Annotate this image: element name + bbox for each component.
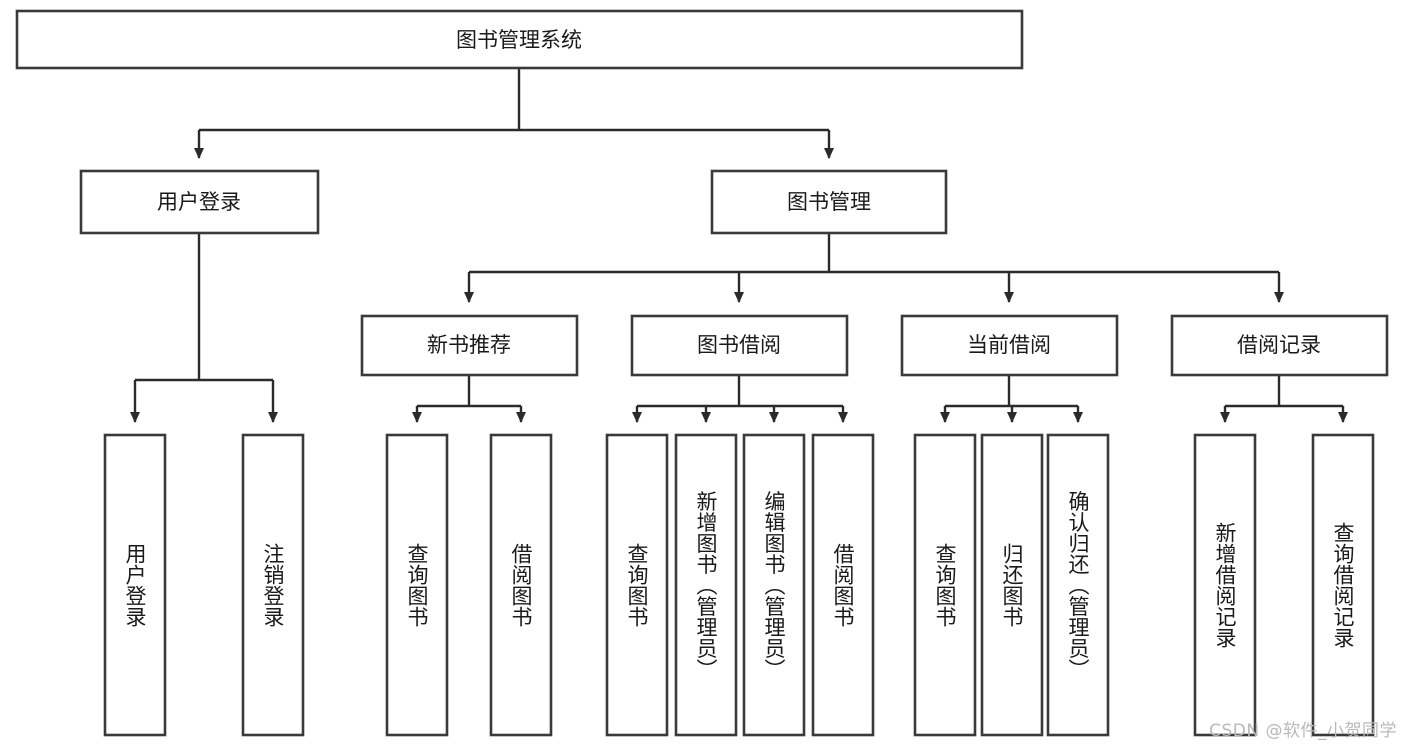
leaf-current-borrow-confirm-return-admin[interactable]: 确认归还（管理员）: [1046, 433, 1110, 737]
leaf-box[interactable]: [811, 433, 875, 737]
leaf-box[interactable]: [913, 433, 977, 737]
leaf-label: 注销登录: [261, 543, 285, 627]
user-login-label: 用户登录: [157, 190, 241, 214]
leaf-box[interactable]: [674, 433, 738, 737]
current-borrow-box[interactable]: [900, 314, 1119, 377]
leaf-user-login-logout[interactable]: 注销登录: [241, 433, 305, 737]
leaf-box[interactable]: [1046, 433, 1110, 737]
node-current-borrow[interactable]: 当前借阅: [900, 314, 1119, 377]
book-management-label: 图书管理: [787, 190, 871, 214]
leaf-box[interactable]: [742, 433, 806, 737]
connector-layer: [130, 68, 1348, 423]
leaf-label: 借阅图书: [509, 543, 533, 627]
leaf-label: 用户登录: [123, 543, 147, 627]
leaf-box[interactable]: [103, 433, 167, 737]
root-label: 图书管理系统: [456, 28, 582, 52]
borrow-record-box[interactable]: [1170, 314, 1389, 377]
leaf-box[interactable]: [980, 433, 1044, 737]
new-book-recommend-label: 新书推荐: [427, 333, 511, 357]
leaf-label: 查询图书: [405, 543, 429, 627]
leaf-label: 查询借阅记录: [1331, 522, 1355, 648]
leaf-box[interactable]: [1193, 433, 1257, 737]
current-borrow-label: 当前借阅: [967, 333, 1051, 357]
borrow-record-label: 借阅记录: [1237, 333, 1321, 357]
node-book-borrow[interactable]: 图书借阅: [630, 314, 849, 377]
book-management-box[interactable]: [710, 169, 948, 235]
leaf-label: 借阅图书: [831, 543, 855, 627]
leaf-label: 确认归还（管理员）: [1066, 491, 1090, 680]
leaf-box[interactable]: [605, 433, 669, 737]
node-book-management[interactable]: 图书管理: [710, 169, 948, 235]
node-user-login[interactable]: 用户登录: [79, 169, 320, 235]
root-box[interactable]: [15, 9, 1024, 70]
leaf-box[interactable]: [385, 433, 449, 737]
leaf-user-login-login[interactable]: 用户登录: [103, 433, 167, 737]
leaf-label: 查询图书: [933, 543, 957, 627]
leaf-label: 查询图书: [625, 543, 649, 627]
leaf-current-borrow-return-book[interactable]: 归还图书: [980, 433, 1044, 737]
node-new-book-recommend[interactable]: 新书推荐: [360, 314, 579, 377]
leaf-borrow-record-add-record[interactable]: 新增借阅记录: [1193, 433, 1257, 737]
leaf-box[interactable]: [489, 433, 553, 737]
leaf-current-borrow-query-book[interactable]: 查询图书: [913, 433, 977, 737]
node-root-book-management-system[interactable]: 图书管理系统: [15, 9, 1024, 70]
leaf-new-book-query-book[interactable]: 查询图书: [385, 433, 449, 737]
user-login-box[interactable]: [79, 169, 320, 235]
new-book-recommend-box[interactable]: [360, 314, 579, 377]
csdn-watermark: CSDN @软件_小贺同学: [1209, 721, 1397, 741]
leaf-book-borrow-query-book[interactable]: 查询图书: [605, 433, 669, 737]
leaf-new-book-borrow-book[interactable]: 借阅图书: [489, 433, 553, 737]
node-borrow-record[interactable]: 借阅记录: [1170, 314, 1389, 377]
leaf-book-borrow-borrow-book[interactable]: 借阅图书: [811, 433, 875, 737]
book-borrow-box[interactable]: [630, 314, 849, 377]
book-borrow-label: 图书借阅: [697, 333, 781, 357]
leaf-label: 新增借阅记录: [1213, 522, 1237, 648]
leaf-label: 编辑图书（管理员）: [762, 491, 786, 680]
leaf-borrow-record-query-record[interactable]: 查询借阅记录: [1311, 433, 1375, 737]
leaf-book-borrow-add-book-admin[interactable]: 新增图书（管理员）: [674, 433, 738, 737]
leaf-label: 归还图书: [1000, 543, 1024, 627]
leaf-book-borrow-edit-book-admin[interactable]: 编辑图书（管理员）: [742, 433, 806, 737]
leaf-box[interactable]: [1311, 433, 1375, 737]
leaf-box[interactable]: [241, 433, 305, 737]
leaf-label: 新增图书（管理员）: [694, 491, 718, 680]
